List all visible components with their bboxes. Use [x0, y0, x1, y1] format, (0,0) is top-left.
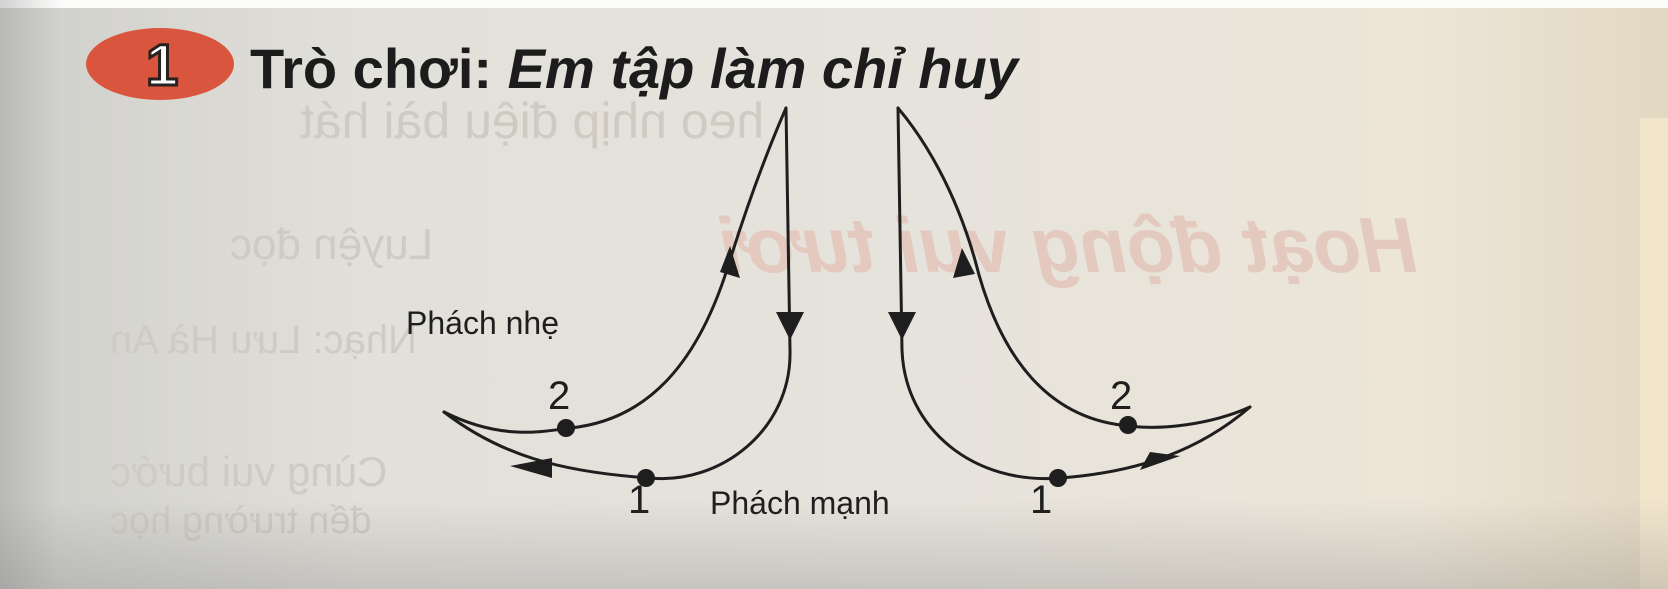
exercise-number: 1	[144, 32, 179, 100]
weak-beat-label: Phách nhẹ	[406, 305, 560, 341]
beat-point-2-right	[1119, 416, 1137, 434]
left-pattern-down-stroke	[442, 106, 792, 481]
page-top-edge	[0, 0, 1668, 8]
page-left-shade	[0, 0, 60, 589]
exercise-number-badge	[86, 28, 234, 100]
arrow-up-icon	[953, 248, 975, 278]
beat-point-1-left	[637, 469, 655, 487]
title-prefix: Trò chơi:	[250, 37, 493, 100]
arrow-down-icon	[776, 312, 804, 340]
exercise-title: Trò chơi: Em tập làm chỉ huy	[250, 36, 1018, 101]
beat-point-2-left	[557, 419, 575, 437]
right-pattern-up-stroke	[896, 106, 1252, 429]
beat-number: 2	[1110, 374, 1133, 418]
arrow-down-icon	[888, 312, 916, 340]
strong-beat-label: Phách mạnh	[710, 485, 890, 522]
game-name: Em tập làm chỉ huy	[507, 37, 1018, 100]
page-bottom-shadow	[0, 499, 1668, 589]
arrow-left-icon	[510, 458, 552, 478]
page-right-edge	[1640, 118, 1668, 589]
arrow-right-icon	[1140, 452, 1180, 470]
arrow-up-icon	[720, 246, 740, 278]
beat-number: 1	[1030, 478, 1052, 523]
beat-point-1-right	[1049, 469, 1067, 487]
beat-number: 2	[548, 374, 571, 418]
left-pattern-up-stroke	[442, 106, 788, 434]
beat-number: 1	[628, 478, 650, 523]
